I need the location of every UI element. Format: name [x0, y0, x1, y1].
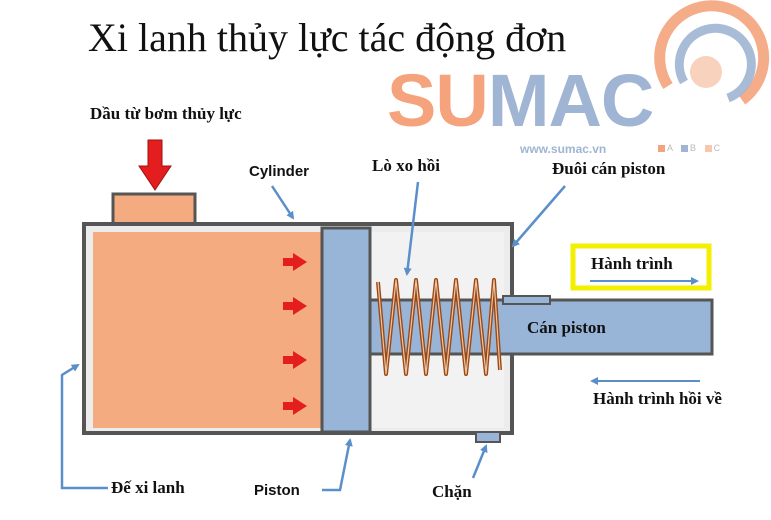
- label-return-spring: Lò xo hồi: [372, 156, 441, 175]
- inlet-port: [111, 192, 197, 228]
- logo-abc-a: A: [667, 143, 673, 153]
- label-cylinder-base: Đế xi lanh: [111, 478, 185, 497]
- label-stroke: Hành trình: [591, 254, 673, 273]
- piston-leader: [322, 438, 353, 492]
- brand-logo: SUMAC: [387, 64, 654, 138]
- label-oil-from-pump: Dầu từ bơm thủy lực: [90, 104, 242, 123]
- logo-abc: A B C: [652, 143, 720, 153]
- cylinder-leader: [270, 185, 295, 220]
- logo-brand-right: MAC: [487, 59, 655, 142]
- logo-url: www.sumac.vn: [520, 142, 607, 156]
- logo-abc-b: B: [690, 143, 697, 153]
- logo-ring-icon: [654, 0, 770, 105]
- label-cylinder: Cylinder: [249, 163, 310, 180]
- pressure-arrows: [283, 253, 307, 415]
- oil-inlet-arrow: [138, 139, 172, 191]
- rod-seal: [502, 295, 551, 305]
- label-piston: Piston: [254, 482, 300, 499]
- stop-leader: [471, 444, 488, 479]
- base-leader: [60, 363, 108, 490]
- stroke-highlight: [570, 243, 712, 291]
- label-rod-end: Đuôi cán piston: [552, 159, 666, 178]
- piston-rod: [368, 298, 714, 356]
- piston: [320, 226, 372, 434]
- page-title: Xi lanh thủy lực tác động đơn: [88, 15, 567, 60]
- label-piston-rod: Cán piston: [527, 318, 606, 337]
- label-return-stroke: Hành trình hồi về: [593, 389, 722, 408]
- rod-end-leader: [511, 185, 566, 248]
- label-stop: Chặn: [432, 482, 472, 501]
- logo-abc-c: C: [713, 143, 721, 153]
- logo-brand-left: SU: [387, 59, 489, 142]
- spring-leader: [403, 181, 420, 276]
- stop-block: [475, 431, 501, 443]
